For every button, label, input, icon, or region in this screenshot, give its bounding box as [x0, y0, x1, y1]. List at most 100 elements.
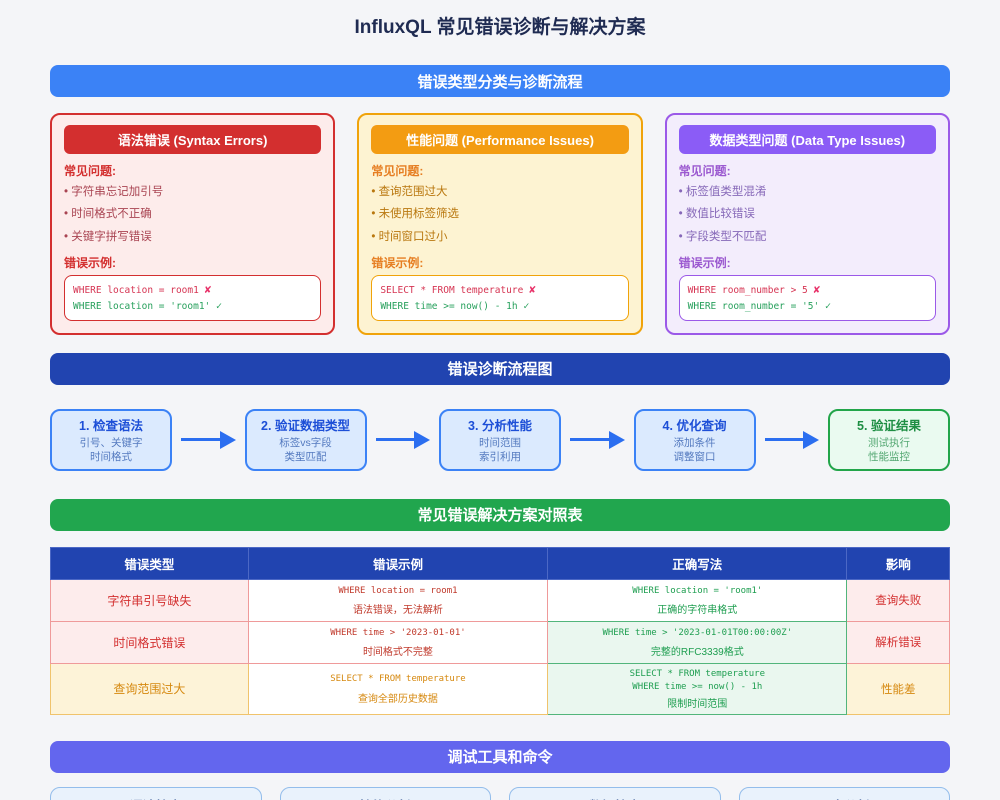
syntax-errors-card: 语法错误 (Syntax Errors) 常见问题: 字符串忘记加引号 时间格式…	[50, 113, 336, 335]
example-code-box: WHERE room_number > 5 ✘ WHERE room_numbe…	[678, 275, 936, 321]
flow-step-title: 3. 分析性能	[468, 419, 532, 434]
col-header-correct: 正确写法	[547, 546, 848, 580]
good-code-line: WHERE room_number = '5' ✓	[687, 300, 831, 312]
bad-example-cell: SELECT * FROM temperature 查询全部历史数据	[247, 662, 549, 715]
bad-code-line: SELECT * FROM temperature ✘	[380, 283, 536, 297]
flow-step-detail: 时间范围	[479, 437, 521, 450]
check-icon: ✓	[523, 300, 530, 312]
banner-label: 调试工具和命令	[447, 749, 553, 767]
error-type-cell: 查询范围过大	[50, 662, 249, 715]
card-header: 语法错误 (Syntax Errors)	[64, 125, 322, 154]
col-header-bad-example: 错误示例	[247, 546, 549, 580]
banner-label: 错误诊断流程图	[447, 361, 553, 379]
page-title: InfluxQL 常见错误诊断与解决方案	[354, 17, 646, 38]
bad-note: 语法错误，无法解析	[352, 605, 443, 617]
flow-step-title: 4. 优化查询	[662, 419, 727, 434]
tool-card-title: 语法检查	[63, 796, 249, 800]
flow-step-title: 1. 检查语法	[79, 419, 143, 434]
flow-step-title: 2. 验证数据类型	[261, 419, 350, 434]
problems-list: 字符串忘记加引号 时间格式不正确 关键字拼写错误	[64, 181, 321, 248]
data-type-issues-card: 数据类型问题 (Data Type Issues) 常见问题: 标签值类型混淆 …	[664, 113, 950, 335]
good-note: 限制时间范围	[667, 698, 728, 710]
bad-code: WHERE time > '2023-01-01'	[330, 627, 466, 638]
tool-card-performance-analysis: 性能分析 SHOW STATS SHOW QUERIES	[279, 786, 491, 800]
flow-step-3: 3. 分析性能 时间范围 索引利用	[439, 408, 561, 471]
flow-step-4: 4. 优化查询 添加条件 调整窗口	[633, 408, 756, 471]
bad-code: WHERE location = room1	[338, 585, 458, 596]
tool-card-syntax-check: 语法检查 EXPLAIN SELECT ... SHOW DIAGNOSTICS	[50, 786, 262, 800]
good-code: WHERE time >= now() - 1h	[632, 682, 763, 693]
flow-step-5: 5. 验证结果 测试执行 性能监控	[828, 408, 950, 471]
flow-step-detail: 类型匹配	[284, 451, 327, 464]
impact-cell: 性能差	[846, 662, 950, 715]
good-code: WHERE location = 'room1'	[632, 585, 763, 596]
problem-item: 字符串忘记加引号	[64, 181, 321, 203]
section-banner-classification: 错误类型分类与诊断流程	[50, 65, 950, 97]
section-banner-solutions: 常见错误解决方案对照表	[50, 498, 950, 531]
examples-label: 错误示例:	[678, 256, 731, 271]
impact-cell: 解析错误	[846, 620, 950, 664]
table-row: 查询范围过大 SELECT * FROM temperature 查询全部历史数…	[50, 662, 950, 715]
bad-note: 时间格式不完整	[362, 647, 433, 659]
impact-cell: 查询失败	[846, 578, 950, 622]
arrow-right-icon	[181, 430, 236, 449]
arrow-right-icon	[375, 430, 430, 449]
problems-label: 常见问题:	[64, 164, 116, 178]
flow-step-2: 2. 验证数据类型 标签vs字段 类型匹配	[244, 408, 367, 471]
solutions-table: 错误类型 错误示例 正确写法 影响 字符串引号缺失 WHERE location…	[50, 546, 950, 715]
good-code: SELECT * FROM temperature	[629, 668, 766, 679]
bad-code-line: WHERE room_number > 5 ✘	[687, 283, 821, 297]
correct-example-cell: SELECT * FROM temperature WHERE time >= …	[547, 662, 848, 715]
problems-list: 查询范围过大 未使用标签筛选 时间窗口过小	[371, 181, 628, 248]
table-row: 时间格式错误 WHERE time > '2023-01-01' 时间格式不完整…	[50, 620, 950, 664]
tool-card-title: 数据检查	[522, 796, 708, 800]
check-icon: ✓	[824, 300, 831, 312]
good-code: WHERE time > '2023-01-01T00:00:00Z'	[602, 627, 793, 638]
cross-icon: ✘	[529, 283, 536, 297]
bad-code: SELECT * FROM temperature	[330, 674, 466, 685]
bad-example-cell: WHERE location = room1 语法错误，无法解析	[247, 578, 549, 622]
correct-example-cell: WHERE location = 'room1' 正确的字符串格式	[547, 578, 848, 622]
problem-item: 查询范围过大	[371, 181, 628, 203]
problem-item: 数值比较错误	[679, 203, 936, 225]
flow-step-1: 1. 检查语法 引号、关键字 时间格式	[50, 408, 172, 471]
problems-label: 常见问题:	[678, 164, 731, 178]
error-type-cards: 语法错误 (Syntax Errors) 常见问题: 字符串忘记加引号 时间格式…	[50, 113, 950, 335]
correct-example-cell: WHERE time > '2023-01-01T00:00:00Z' 完整的R…	[547, 620, 848, 664]
flow-step-detail: 测试执行	[868, 437, 910, 450]
card-header: 数据类型问题 (Data Type Issues)	[678, 125, 936, 154]
flow-step-detail: 性能监控	[868, 451, 910, 464]
problem-item: 关键字拼写错误	[64, 226, 321, 248]
problem-item: 标签值类型混淆	[679, 181, 936, 203]
good-code-line: WHERE location = 'room1' ✓	[73, 300, 223, 312]
cross-icon: ✘	[204, 283, 212, 297]
tool-card-title: 日志分析	[752, 796, 938, 800]
tool-card-data-check: 数据检查 SHOW MEASUREMENTS SHOW TAG KEYS	[509, 786, 721, 800]
good-note: 正确的字符串格式	[657, 605, 738, 617]
good-code-line: WHERE time >= now() - 1h ✓	[380, 300, 530, 312]
diagnosis-flow: 1. 检查语法 引号、关键字 时间格式 2. 验证数据类型 标签vs字段 类型匹…	[50, 408, 950, 471]
flow-step-detail: 标签vs字段	[279, 437, 332, 450]
problem-item: 时间窗口过小	[371, 226, 628, 248]
error-type-cell: 字符串引号缺失	[50, 578, 249, 622]
table-row: 字符串引号缺失 WHERE location = room1 语法错误，无法解析…	[50, 578, 950, 622]
bad-note: 查询全部历史数据	[357, 693, 438, 705]
section-banner-tools: 调试工具和命令	[50, 740, 950, 773]
check-icon: ✓	[216, 300, 223, 312]
good-note: 完整的RFC3339格式	[650, 647, 744, 659]
cross-icon: ✘	[813, 283, 821, 297]
section-banner-flowchart: 错误诊断流程图	[50, 352, 950, 385]
flow-step-title: 5. 验证结果	[857, 419, 921, 434]
performance-issues-card: 性能问题 (Performance Issues) 常见问题: 查询范围过大 未…	[357, 113, 643, 335]
bad-example-cell: WHERE time > '2023-01-01' 时间格式不完整	[247, 620, 549, 664]
example-code-box: WHERE location = room1 ✘ WHERE location …	[64, 275, 322, 321]
problems-label: 常见问题:	[371, 164, 424, 178]
table-header-row: 错误类型 错误示例 正确写法 影响	[50, 546, 950, 580]
example-code-box: SELECT * FROM temperature ✘ WHERE time >…	[371, 275, 629, 321]
flow-step-detail: 添加条件	[673, 437, 716, 450]
problems-list: 标签值类型混淆 数值比较错误 字段类型不匹配	[679, 181, 936, 248]
banner-label: 错误类型分类与诊断流程	[417, 73, 583, 91]
arrow-right-icon	[570, 430, 625, 449]
examples-label: 错误示例:	[64, 256, 116, 271]
